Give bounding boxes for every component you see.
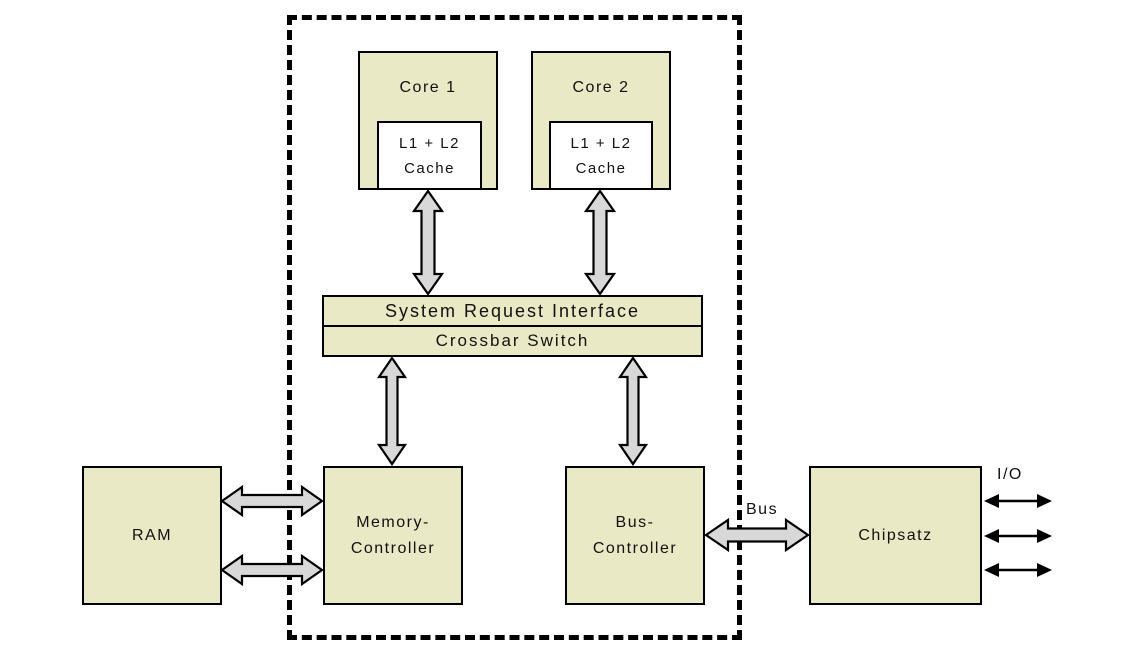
bus-connection-label: Bus — [746, 501, 779, 518]
cache1-line1: L1 + L2 — [399, 134, 460, 152]
cpu-die-dashed-boundary — [287, 15, 742, 640]
cache2-line2: Cache — [575, 159, 627, 177]
bus-controller-line1: Bus- — [615, 513, 655, 531]
cache1-line2: Cache — [404, 159, 455, 177]
io-connection-label: I/O — [997, 466, 1023, 483]
ram-label: RAM — [131, 526, 173, 544]
memory-controller-line2: Controller — [350, 539, 436, 557]
block-ram: RAM — [82, 466, 222, 605]
sri-label: System Request Interface — [384, 300, 641, 321]
block-chipsatz: Chipsatz — [809, 466, 982, 605]
crossbar-label: Crossbar Switch — [435, 331, 590, 350]
io-arrow-1 — [984, 494, 1052, 508]
block-memory-controller: Memory- Controller — [323, 466, 463, 605]
memory-controller-line1: Memory- — [356, 513, 430, 531]
bus-controller-line2: Controller — [592, 539, 678, 557]
block-core2-cache: L1 + L2 Cache — [549, 121, 653, 190]
core2-label: Core 2 — [572, 79, 630, 96]
block-bus-controller: Bus- Controller — [565, 466, 705, 605]
core1-label: Core 1 — [399, 79, 457, 96]
block-crossbar-switch: Crossbar Switch — [322, 325, 703, 357]
block-system-request-interface: System Request Interface — [322, 295, 703, 327]
cache2-line1: L1 + L2 — [570, 134, 632, 152]
block-core1-cache: L1 + L2 Cache — [377, 121, 482, 190]
chipsatz-label: Chipsatz — [858, 526, 933, 544]
io-arrow-3 — [984, 563, 1052, 577]
io-arrow-2 — [984, 529, 1052, 543]
